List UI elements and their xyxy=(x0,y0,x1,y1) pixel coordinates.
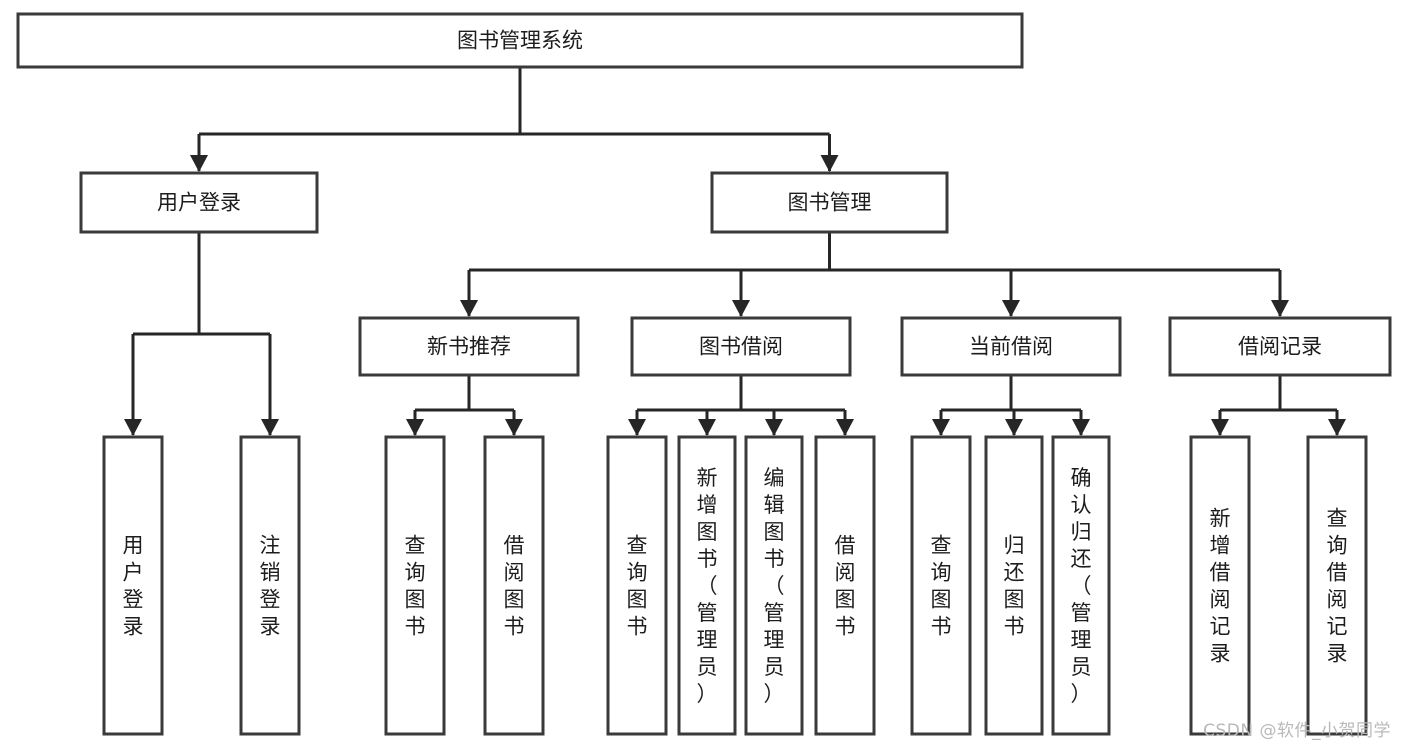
node-label-leaf-borrow-book-rec: 借阅图书 xyxy=(504,534,525,639)
arrow-head-icon xyxy=(628,419,646,436)
node-book-borrow[interactable]: 图书借阅 xyxy=(630,316,852,377)
node-label-book-manage: 图书管理 xyxy=(788,191,872,215)
node-label-leaf-edit-book: 编辑图书（管理员） xyxy=(764,466,785,706)
node-box xyxy=(483,435,545,736)
node-box xyxy=(1189,435,1251,736)
node-label-leaf-logout: 注销登录 xyxy=(260,534,281,639)
node-box xyxy=(384,435,446,736)
arrow-head-icon xyxy=(505,419,523,436)
node-root[interactable]: 图书管理系统 xyxy=(16,12,1024,69)
node-leaf-logout[interactable]: 注销登录 xyxy=(239,435,301,736)
node-leaf-user-login[interactable]: 用户登录 xyxy=(102,435,164,736)
node-box xyxy=(1168,316,1392,377)
node-label-book-borrow: 图书借阅 xyxy=(699,335,783,359)
node-book-manage[interactable]: 图书管理 xyxy=(710,171,949,234)
node-label-leaf-return-book: 归还图书 xyxy=(1004,534,1025,639)
node-label-leaf-query-record: 查询借阅记录 xyxy=(1327,507,1348,666)
node-leaf-borrow-book[interactable]: 借阅图书 xyxy=(814,435,876,736)
node-leaf-query-book-cur[interactable]: 查询图书 xyxy=(910,435,972,736)
node-label-leaf-user-login: 用户登录 xyxy=(123,534,144,639)
node-borrow-record[interactable]: 借阅记录 xyxy=(1168,316,1392,377)
node-new-book-recommend[interactable]: 新书推荐 xyxy=(358,316,580,377)
node-label-leaf-query-book-cur: 查询图书 xyxy=(931,534,952,639)
arrow-head-icon xyxy=(732,300,750,317)
node-box xyxy=(358,316,580,377)
node-label-user-login: 用户登录 xyxy=(157,191,241,215)
arrow-head-icon xyxy=(836,419,854,436)
node-box xyxy=(79,171,319,234)
node-leaf-borrow-book-rec[interactable]: 借阅图书 xyxy=(483,435,545,736)
node-box xyxy=(710,171,949,234)
node-user-login[interactable]: 用户登录 xyxy=(79,171,319,234)
arrow-head-icon xyxy=(261,419,279,436)
node-leaf-query-book-rec[interactable]: 查询图书 xyxy=(384,435,446,736)
node-label-leaf-add-record: 新增借阅记录 xyxy=(1210,507,1231,666)
node-box xyxy=(677,435,737,736)
node-label-leaf-add-book: 新增图书（管理员） xyxy=(697,466,718,706)
arrow-head-icon xyxy=(698,419,716,436)
arrow-head-icon xyxy=(1211,419,1229,436)
node-box xyxy=(16,12,1024,69)
node-box xyxy=(102,435,164,736)
node-label-new-book-recommend: 新书推荐 xyxy=(427,335,511,359)
node-leaf-add-record[interactable]: 新增借阅记录 xyxy=(1189,435,1251,736)
node-label-root: 图书管理系统 xyxy=(457,29,583,53)
node-label-leaf-query-book-rec: 查询图书 xyxy=(405,534,426,639)
arrow-head-icon xyxy=(1328,419,1346,436)
node-box xyxy=(630,316,852,377)
arrow-head-icon xyxy=(1271,300,1289,317)
node-label-leaf-query-book-borrow: 查询图书 xyxy=(627,534,648,639)
arrow-head-icon xyxy=(765,419,783,436)
arrow-head-icon xyxy=(406,419,424,436)
connector-layer xyxy=(124,67,1346,436)
arrow-head-icon xyxy=(460,300,478,317)
node-leaf-return-book[interactable]: 归还图书 xyxy=(984,435,1044,736)
node-box xyxy=(1051,435,1111,736)
node-box xyxy=(910,435,972,736)
node-leaf-edit-book[interactable]: 编辑图书（管理员） xyxy=(744,435,804,736)
node-layer: 图书管理系统用户登录图书管理新书推荐图书借阅当前借阅借阅记录用户登录注销登录查询… xyxy=(16,12,1392,736)
arrow-head-icon xyxy=(820,155,839,172)
node-label-leaf-confirm-return: 确认归还（管理员） xyxy=(1071,466,1092,706)
node-box xyxy=(606,435,668,736)
node-box xyxy=(239,435,301,736)
node-current-borrow[interactable]: 当前借阅 xyxy=(900,316,1122,377)
node-box xyxy=(814,435,876,736)
node-box xyxy=(1306,435,1368,736)
arrow-head-icon xyxy=(1002,300,1020,317)
node-box xyxy=(900,316,1122,377)
node-leaf-query-record[interactable]: 查询借阅记录 xyxy=(1306,435,1368,736)
arrow-head-icon xyxy=(1072,419,1090,436)
arrow-head-icon xyxy=(124,419,142,436)
node-leaf-add-book[interactable]: 新增图书（管理员） xyxy=(677,435,737,736)
watermark-text: CSDN @软件_小贺同学 xyxy=(1203,721,1391,741)
node-box xyxy=(744,435,804,736)
node-leaf-confirm-return[interactable]: 确认归还（管理员） xyxy=(1051,435,1111,736)
node-label-current-borrow: 当前借阅 xyxy=(969,335,1053,359)
arrow-head-icon xyxy=(1005,419,1023,436)
node-box xyxy=(984,435,1044,736)
node-label-leaf-borrow-book: 借阅图书 xyxy=(835,534,856,639)
node-leaf-query-book-borrow[interactable]: 查询图书 xyxy=(606,435,668,736)
arrow-head-icon xyxy=(190,155,208,172)
node-label-borrow-record: 借阅记录 xyxy=(1238,335,1322,359)
arrow-head-icon xyxy=(932,419,950,436)
